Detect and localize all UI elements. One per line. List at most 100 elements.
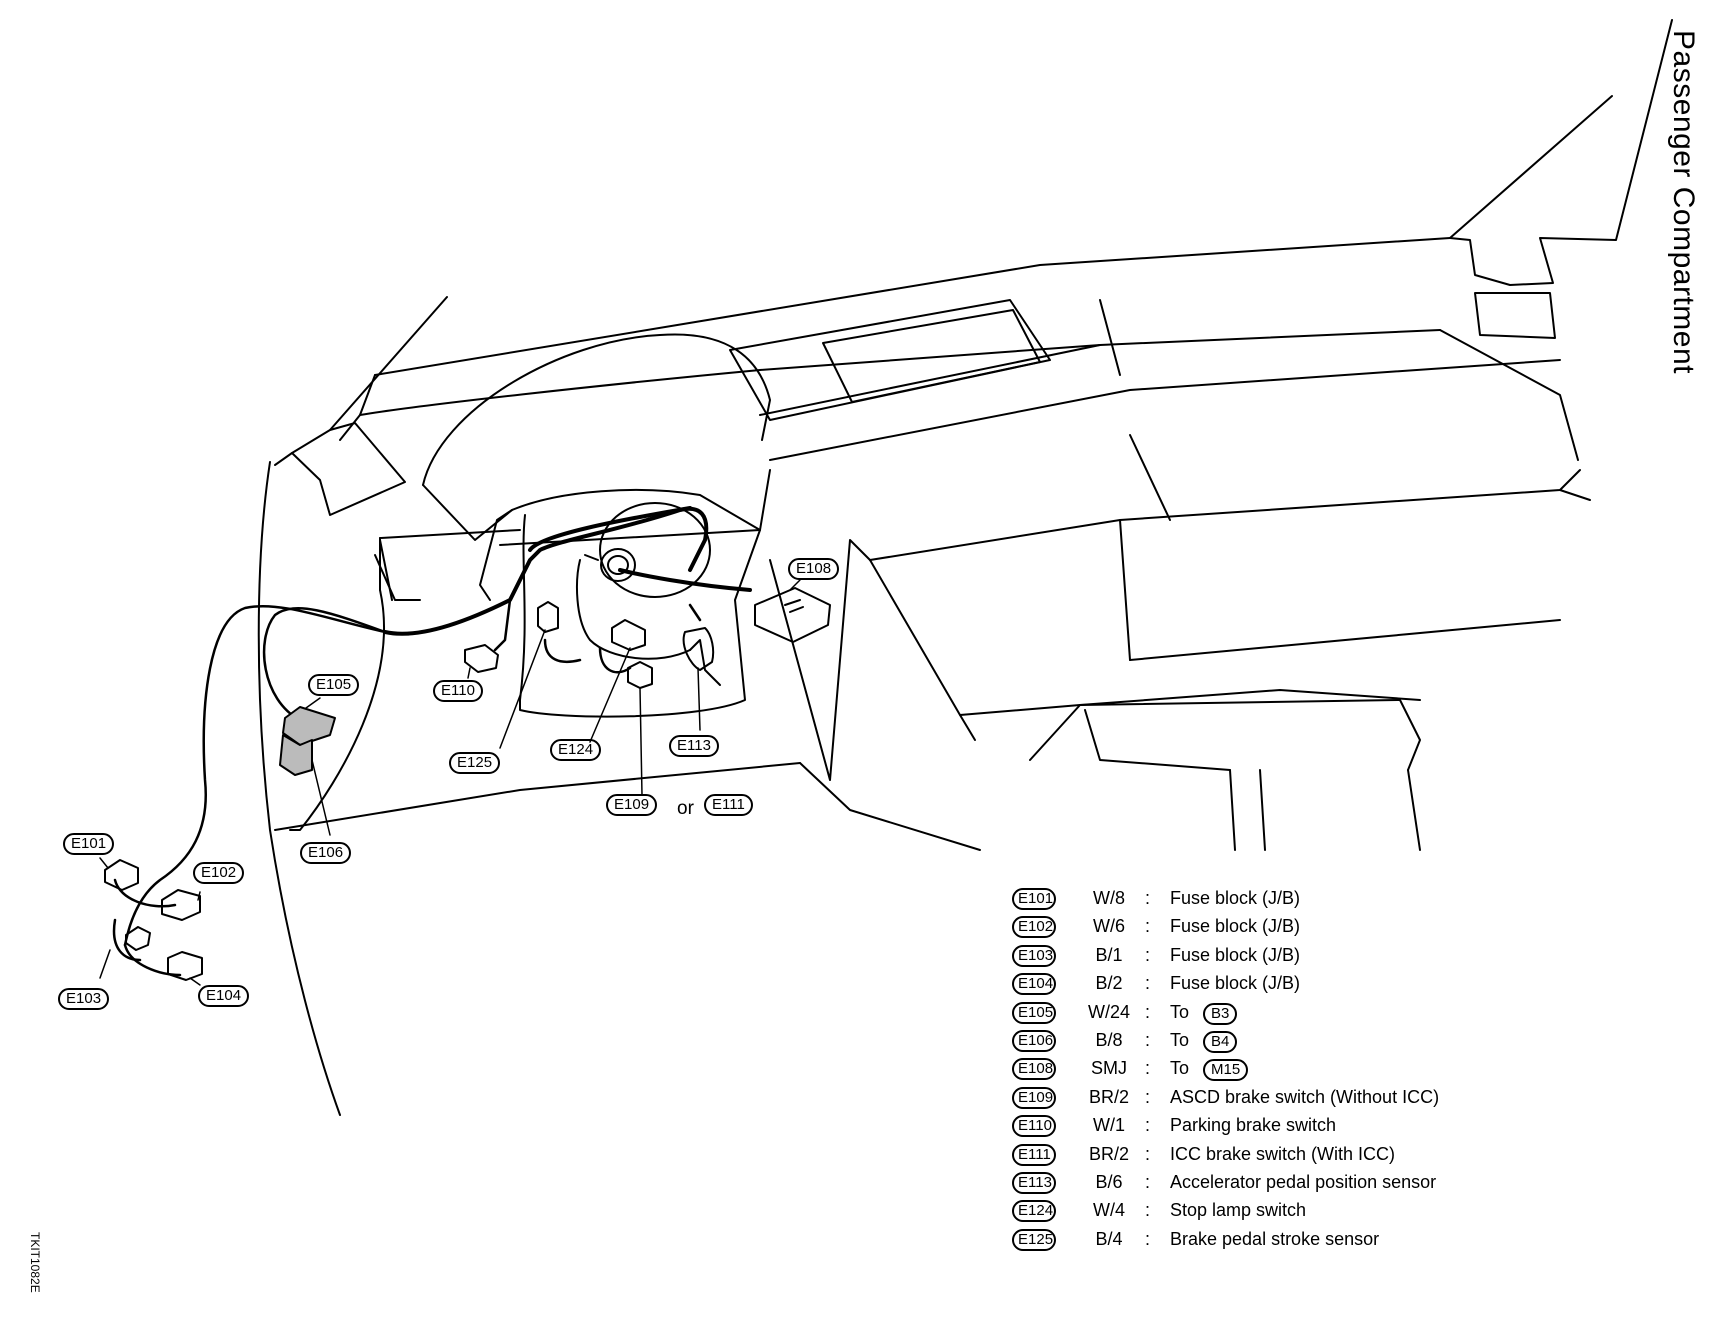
legend-description: ASCD brake switch (Without ICC)	[1170, 1086, 1440, 1107]
callout-e110: E110	[433, 680, 483, 702]
legend-description: Fuse block (J/B)	[1170, 916, 1301, 937]
legend-colon: :	[1145, 1029, 1151, 1050]
legend-row: E102 W/6 : Fuse block (J/B)	[1010, 914, 1710, 942]
legend-row: E105 W/24 : To B3	[1010, 1000, 1710, 1028]
dashboard-outline	[257, 19, 1673, 1116]
connector-e104	[167, 951, 203, 981]
legend-connector-id: E109	[1012, 1086, 1056, 1109]
legend-row: E113 B/6 : Accelerator pedal position se…	[1010, 1170, 1710, 1198]
steering-wheel-hub	[576, 502, 721, 686]
legend-colon: :	[1145, 1001, 1151, 1022]
legend-connector-id: E125	[1012, 1228, 1056, 1251]
connector-e124	[611, 619, 646, 651]
callout-or: or	[677, 798, 694, 819]
legend-description: Fuse block (J/B)	[1170, 973, 1301, 994]
legend-colon: :	[1145, 1143, 1151, 1164]
legend-row: E103 B/1 : Fuse block (J/B)	[1010, 943, 1710, 971]
connector-e101	[104, 859, 139, 891]
legend-connector-id: E103	[1012, 944, 1056, 967]
callout-e108: E108	[788, 558, 840, 580]
legend-row: E111 BR/2 : ICC brake switch (With ICC)	[1010, 1142, 1710, 1170]
legend-description: Accelerator pedal position sensor	[1170, 1171, 1437, 1192]
legend-colon: :	[1145, 1171, 1151, 1192]
connector-e102	[161, 889, 201, 921]
legend-colon: :	[1145, 1200, 1151, 1221]
legend-colon: :	[1145, 944, 1151, 965]
callout-e125: E125	[449, 752, 501, 774]
legend-connector-id: E101	[1012, 888, 1056, 910]
legend-connector-id: E102	[1012, 916, 1056, 939]
connector-e106	[279, 734, 313, 776]
legend-connector-code: B/8	[1095, 1029, 1123, 1050]
legend-row: E101 W/8 : Fuse block (J/B)	[1010, 886, 1710, 914]
callout-e106: E106	[300, 842, 352, 864]
legend-connector-id: E108	[1012, 1058, 1056, 1081]
legend-colon: :	[1145, 1228, 1151, 1249]
legend-colon: :	[1145, 973, 1151, 994]
legend-description: Brake pedal stroke sensor	[1170, 1228, 1380, 1249]
legend-connector-code: SMJ	[1091, 1058, 1127, 1079]
legend-connector-code: B/6	[1095, 1171, 1123, 1192]
legend-connector-id: E111	[1012, 1143, 1056, 1166]
callout-e111: E111	[704, 794, 753, 816]
legend-ref-badge: B4	[1203, 1030, 1238, 1053]
callout-e109: E109	[606, 794, 658, 816]
connector-e125	[537, 601, 559, 633]
callout-e102: E102	[193, 862, 245, 884]
legend-row: E110 W/1 : Parking brake switch	[1010, 1113, 1710, 1141]
legend-description: Fuse block (J/B)	[1170, 944, 1301, 965]
legend-connector-code: B/2	[1095, 973, 1123, 994]
legend-description: Parking brake switch	[1170, 1115, 1337, 1136]
legend-connector-code: W/1	[1092, 1115, 1125, 1136]
legend-connector-code: BR/2	[1088, 1086, 1130, 1107]
legend-description: To B4	[1170, 1029, 1238, 1053]
legend-to-text: To	[1170, 1058, 1190, 1079]
legend-row: E125 B/4 : Brake pedal stroke sensor	[1010, 1227, 1710, 1255]
connector-legend: E101 W/8 : Fuse block (J/B) E102 W/6 : F…	[1010, 886, 1710, 1255]
callout-e105: E105	[308, 674, 360, 696]
legend-colon: :	[1145, 1086, 1151, 1107]
legend-connector-id: E104	[1012, 973, 1056, 996]
wiring-harness	[383, 506, 752, 636]
legend-connector-id: E124	[1012, 1200, 1056, 1223]
legend-connector-id: E110	[1012, 1115, 1056, 1138]
connector-e113	[682, 627, 715, 671]
legend-colon: :	[1145, 1058, 1151, 1079]
legend-to-text: To	[1170, 1029, 1190, 1050]
legend-connector-code: W/24	[1087, 1001, 1130, 1022]
legend-description: To B3	[1170, 1001, 1238, 1025]
callout-e113: E113	[669, 735, 719, 757]
connector-e108	[754, 587, 831, 643]
legend-row: E106 B/8 : To B4	[1010, 1028, 1710, 1056]
callout-e101: E101	[63, 833, 115, 855]
leader-lines	[99, 579, 801, 986]
connector-e109	[627, 661, 653, 689]
legend-connector-code: W/8	[1092, 888, 1125, 908]
connector-e105	[282, 706, 336, 746]
callout-e103: E103	[58, 988, 110, 1010]
legend-connector-code: B/4	[1095, 1228, 1123, 1249]
legend-to-text: To	[1170, 1001, 1190, 1022]
connectors	[104, 587, 831, 981]
legend-ref-badge: B3	[1203, 1002, 1238, 1025]
connector-e103	[125, 926, 151, 951]
legend-ref-badge: M15	[1203, 1059, 1249, 1082]
legend-connector-code: BR/2	[1088, 1143, 1130, 1164]
legend-row: E104 B/2 : Fuse block (J/B)	[1010, 971, 1710, 999]
connector-e110	[464, 644, 499, 673]
legend-connector-code: W/4	[1092, 1200, 1125, 1221]
legend-connector-code: B/1	[1095, 944, 1123, 965]
figure-code: TKIT1082E	[28, 1232, 42, 1293]
legend-colon: :	[1145, 888, 1151, 908]
legend-colon: :	[1145, 1115, 1151, 1136]
legend-row: E108 SMJ : To M15	[1010, 1056, 1710, 1084]
legend-description: ICC brake switch (With ICC)	[1170, 1143, 1396, 1164]
legend-row: E109 BR/2 : ASCD brake switch (Without I…	[1010, 1085, 1710, 1113]
legend-connector-id: E113	[1012, 1171, 1056, 1194]
legend-connector-id: E105	[1012, 1001, 1056, 1024]
callout-e104: E104	[198, 985, 250, 1007]
legend-connector-code: W/6	[1092, 916, 1125, 937]
legend-connector-id: E106	[1012, 1029, 1056, 1052]
legend-description: To M15	[1170, 1058, 1249, 1082]
